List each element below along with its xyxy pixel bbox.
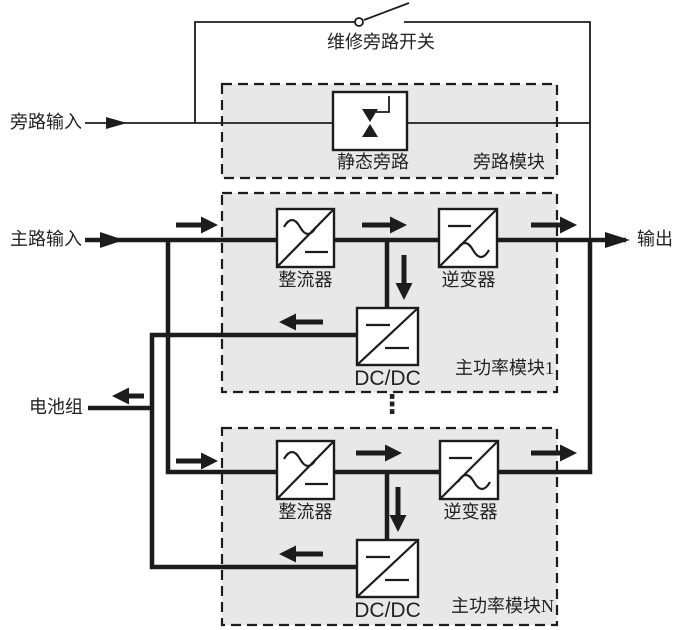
flow-arrow-right [176, 452, 218, 470]
main-power-module-1-label: 主功率模块1 [455, 358, 554, 378]
converter-diagonal [276, 208, 335, 268]
main-input-arrowhead [100, 232, 124, 248]
flow-arrow-right [176, 216, 218, 234]
switch-blade-icon [363, 2, 410, 21]
rectifier-label-n: 整流器 [278, 502, 333, 522]
flow-arrow-right [531, 444, 577, 462]
converter-diagonal [356, 539, 419, 598]
ac-sine-icon [283, 218, 317, 236]
converter-diagonal [356, 307, 419, 366]
more-modules-ellipsis: ⋮ [379, 390, 405, 420]
static-bypass-block [331, 90, 409, 152]
flow-arrow-down [395, 255, 413, 300]
bypass-module-label: 旁路模块 [473, 152, 545, 172]
flow-arrow-right [356, 444, 402, 462]
bypass-wiring [85, 2, 591, 240]
main-input-label: 主路输入 [10, 229, 82, 249]
output-label: 输出 [637, 229, 673, 249]
maintenance-bypass-switch-label: 维修旁路开关 [327, 32, 435, 52]
triac-icon [362, 96, 390, 137]
inverter-block-1 [437, 207, 499, 269]
static-bypass-label: 静态旁路 [337, 152, 409, 172]
dcdc-block-1 [355, 306, 420, 367]
rectifier-label-1: 整流器 [278, 270, 333, 290]
inverter-block-n [438, 439, 500, 501]
flow-arrow-right [531, 216, 577, 234]
inverter-label-1: 逆变器 [441, 270, 496, 290]
rectifier-block-n [275, 439, 336, 501]
ac-sine-icon [456, 241, 490, 259]
rectifier-block-1 [275, 207, 336, 269]
main-power-module-n-label: 主功率模块N [451, 596, 554, 616]
bypass-input-label: 旁路输入 [10, 112, 82, 132]
inverter-label-n: 逆变器 [443, 502, 498, 522]
dcdc-block-n [355, 538, 420, 599]
output-arrowhead [605, 232, 630, 248]
converter-diagonal [438, 208, 498, 268]
ac-sine-icon [283, 450, 317, 468]
battery-group-label: 电池组 [29, 397, 83, 417]
flow-arrow-left [279, 545, 323, 563]
dcdc-label-1: DC/DC [354, 367, 421, 390]
dcdc-label-n: DC/DC [354, 599, 421, 622]
flow-arrow-down [389, 487, 407, 532]
converter-diagonal [439, 440, 499, 500]
switch-contact-icon [354, 17, 364, 27]
power-wiring [85, 237, 626, 570]
flow-arrows [112, 216, 577, 563]
flow-arrow-right [362, 216, 407, 234]
bypass-input-arrowhead [106, 117, 127, 129]
converter-diagonal [276, 440, 335, 500]
flow-arrow-left [279, 313, 323, 331]
ac-sine-icon [457, 473, 491, 491]
flow-arrow-left [112, 387, 144, 405]
